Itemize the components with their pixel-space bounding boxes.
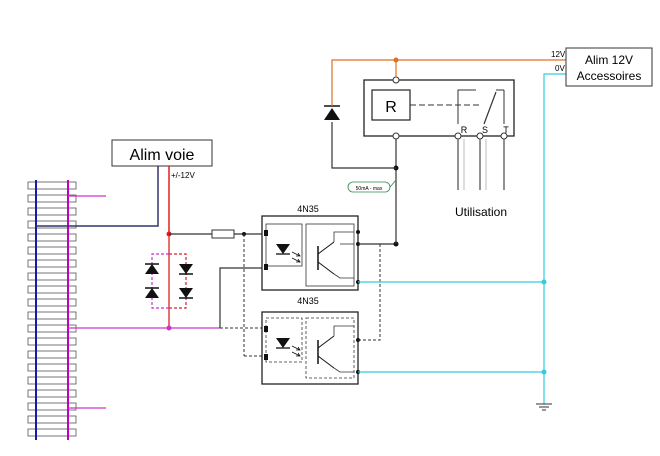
opto1-label: 4N35 xyxy=(297,204,319,214)
alim-voie-box: Alim voie xyxy=(111,139,213,167)
alim-voie-label: Alim voie xyxy=(130,147,195,164)
track-sleeper xyxy=(27,181,77,190)
track-sleeper xyxy=(27,428,77,437)
utilisation-label: Utilisation xyxy=(455,205,507,219)
relay-terminal-r: R xyxy=(461,125,468,135)
current-note-label: 50mA - max xyxy=(356,186,383,192)
relay-block: R R S T xyxy=(363,76,515,140)
led-icon xyxy=(276,244,290,254)
relay-coil xyxy=(371,89,411,121)
track-sleeper xyxy=(27,376,77,385)
relay-terminal-t: T xyxy=(503,125,509,135)
track-sleeper xyxy=(27,337,77,346)
track-sleeper xyxy=(27,246,77,255)
rail-12v-label: 12V xyxy=(551,50,566,59)
track-sleeper xyxy=(27,259,77,268)
track-sleepers xyxy=(27,181,77,437)
track-sleeper xyxy=(27,285,77,294)
track-sleeper xyxy=(27,233,77,242)
track-sleeper xyxy=(27,207,77,216)
diode-icon xyxy=(145,264,159,274)
track-sleeper xyxy=(27,389,77,398)
diode-icon xyxy=(145,288,159,298)
resistor-icon xyxy=(211,229,235,239)
flyback-diode-icon xyxy=(324,108,340,120)
track-sleeper xyxy=(27,194,77,203)
diode-icon xyxy=(179,288,193,298)
opto2-label: 4N35 xyxy=(297,296,319,306)
led-icon xyxy=(276,338,290,348)
alim-12v-label-line1: Alim 12V xyxy=(585,53,633,67)
track-sleeper xyxy=(27,298,77,307)
track-sleeper xyxy=(27,350,77,359)
diode-bridge xyxy=(145,231,193,331)
track-sleeper xyxy=(27,402,77,411)
optocoupler-2: 4N35 xyxy=(261,296,360,385)
relay-terminal-s: S xyxy=(482,125,488,135)
track-voltage-label: +/-12V xyxy=(171,171,195,180)
alim-12v-label-line2: Accessoires xyxy=(577,69,642,83)
track-sleeper xyxy=(27,220,77,229)
track-sleeper xyxy=(27,363,77,372)
diode-icon xyxy=(179,264,193,274)
alim-12v-box: Alim 12V Accessoires xyxy=(565,47,653,87)
utilisation-outputs: Utilisation xyxy=(455,139,507,219)
ground-icon xyxy=(536,403,552,411)
current-note: 50mA - max xyxy=(347,179,397,193)
rail-0v-label: 0V xyxy=(555,64,565,73)
track xyxy=(27,180,77,440)
rail-0v-wire xyxy=(543,73,566,404)
track-sleeper xyxy=(27,272,77,281)
optocoupler-1: 4N35 xyxy=(261,204,360,291)
track-sleeper xyxy=(27,311,77,320)
track-sleeper xyxy=(27,415,77,424)
wire-voie-navy xyxy=(36,166,159,227)
relay-coil-label: R xyxy=(385,99,397,116)
